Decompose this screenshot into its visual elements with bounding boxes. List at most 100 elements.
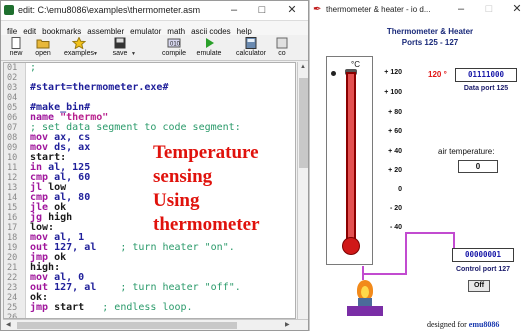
compile-button[interactable]: 010 compile [158, 36, 190, 60]
heater-flame-core [361, 286, 369, 298]
line-number: 07 [7, 123, 18, 133]
code-line: jle ok [30, 202, 67, 213]
scale-tick: 0 [398, 186, 402, 193]
scale-tick: - 40 [389, 224, 402, 231]
emu8086-app-icon [4, 5, 14, 15]
designer-credit: designed for emu8086 [427, 320, 500, 329]
code-editor[interactable]: 01 02 03 04 05 06 07 08 09 10 11 12 13 1… [3, 62, 296, 319]
line-number: 23 [7, 283, 18, 293]
code-line: cmp al, 60 [30, 172, 91, 183]
heater-wire [405, 232, 407, 275]
menu-math[interactable]: math [167, 27, 186, 36]
gauge-pivot-dot [331, 71, 336, 76]
ports-subheading: Ports 125 - 127 [401, 38, 459, 47]
menu-bookmarks[interactable]: bookmarks [42, 27, 82, 36]
thermometer-title: thermometer & heater - io d... [326, 5, 431, 14]
calculator-icon [245, 37, 257, 49]
examples-dropdown-icon[interactable]: ▼ [93, 51, 98, 57]
data-port-label: Data port 125 [463, 85, 509, 92]
minimize-button[interactable]: – [457, 3, 465, 15]
close-button[interactable]: ✕ [287, 4, 297, 16]
line-number: 21 [7, 263, 18, 273]
save-dropdown-icon[interactable]: ▼ [131, 51, 136, 57]
thermometer-titlebar[interactable]: ✒ thermometer & heater - io d... – □ ✕ [310, 0, 531, 20]
data-port-display: 01111000 [455, 68, 517, 82]
maximize-button[interactable]: □ [258, 4, 266, 16]
new-file-icon [11, 37, 21, 49]
line-number: 11 [7, 163, 18, 173]
emulate-button[interactable]: emulate [193, 36, 225, 60]
overlay-line: sensing [153, 166, 213, 187]
line-number: 20 [7, 253, 18, 263]
minimize-button[interactable]: – [230, 4, 238, 16]
editor-title: edit: C:\emu8086\examples\thermometer.as… [18, 5, 201, 15]
scale-tick: + 120 [384, 69, 402, 76]
scale-tick: - 20 [389, 205, 402, 212]
menu-emulator[interactable]: emulator [130, 27, 162, 36]
thermometer-bulb [342, 237, 360, 255]
new-button[interactable]: new [5, 36, 27, 60]
burner-base [347, 306, 383, 316]
menu-edit[interactable]: edit [23, 27, 37, 36]
examples-button[interactable]: examples ▼ [59, 36, 99, 60]
line-number: 13 [7, 183, 18, 193]
code-line: out 127, al ; turn heater "on". [30, 242, 235, 253]
code-line: #start=thermometer.exe# [30, 82, 169, 93]
code-line: out 127, al ; turn heater "off". [30, 282, 241, 293]
menu-assembler[interactable]: assembler [87, 27, 125, 36]
editor-titlebar[interactable]: edit: C:\emu8086\examples\thermometer.as… [1, 1, 308, 21]
toolbar: new open examples ▼ save ▼ 010 compile e… [1, 35, 308, 61]
convertor-icon [276, 37, 288, 49]
scroll-right-icon[interactable]: ▶ [285, 322, 290, 328]
line-number: 03 [7, 83, 18, 93]
scale-tick: + 100 [384, 89, 402, 96]
save-button[interactable]: save ▼ [105, 36, 136, 60]
code-line: #make_bin# [30, 102, 91, 113]
vertical-scroll-thumb[interactable] [299, 78, 308, 168]
line-number: 22 [7, 273, 18, 283]
line-number: 04 [7, 93, 18, 103]
heater-off-button[interactable]: Off [468, 280, 490, 292]
overlay-line: Using [153, 190, 200, 211]
line-number: 18 [7, 233, 18, 243]
line-number: 14 [7, 193, 18, 203]
folder-icon [36, 39, 50, 49]
code-line: jmp start ; endless loop. [30, 302, 193, 313]
line-number: 09 [7, 143, 18, 153]
convertor-button[interactable]: co [275, 36, 289, 60]
code-line: mov al, 1 [30, 232, 85, 243]
star-icon [72, 37, 86, 49]
scroll-up-icon[interactable]: ▲ [300, 64, 306, 70]
close-button[interactable]: ✕ [512, 3, 522, 15]
line-number: 25 [7, 303, 18, 313]
feather-icon: ✒ [313, 4, 322, 15]
scale-tick: + 80 [388, 109, 402, 116]
line-number: 06 [7, 113, 18, 123]
maximize-button[interactable]: □ [485, 3, 493, 15]
disk-icon [114, 37, 126, 49]
scroll-left-icon[interactable]: ◀ [6, 322, 11, 328]
open-button[interactable]: open [31, 36, 55, 60]
control-port-label: Control port 127 [455, 266, 511, 273]
thermometer-window: ✒ thermometer & heater - io d... – □ ✕ T… [309, 0, 531, 331]
horizontal-scroll-thumb[interactable] [17, 322, 237, 329]
menu-file[interactable]: file [7, 27, 18, 36]
calculator-button[interactable]: calculator [229, 36, 273, 60]
line-number: 16 [7, 213, 18, 223]
code-line: jl low [30, 182, 67, 193]
vertical-scrollbar[interactable]: ▲ [297, 62, 308, 319]
mercury-column [348, 74, 354, 244]
horizontal-scrollbar[interactable]: ◀ ▶ [3, 319, 308, 330]
code-line: jg high [30, 212, 73, 223]
line-number: 08 [7, 133, 18, 143]
line-number: 10 [7, 153, 18, 163]
air-temperature-input[interactable]: 0 [458, 160, 498, 173]
svg-text:010: 010 [170, 42, 181, 48]
menu-ascii-codes[interactable]: ascii codes [191, 27, 231, 36]
air-temperature-label: air temperature: [438, 147, 495, 156]
scale-tick: + 40 [388, 148, 402, 155]
code-line: jmp ok [30, 252, 67, 263]
line-number: 01 [7, 63, 18, 73]
menu-help[interactable]: help [236, 27, 252, 36]
